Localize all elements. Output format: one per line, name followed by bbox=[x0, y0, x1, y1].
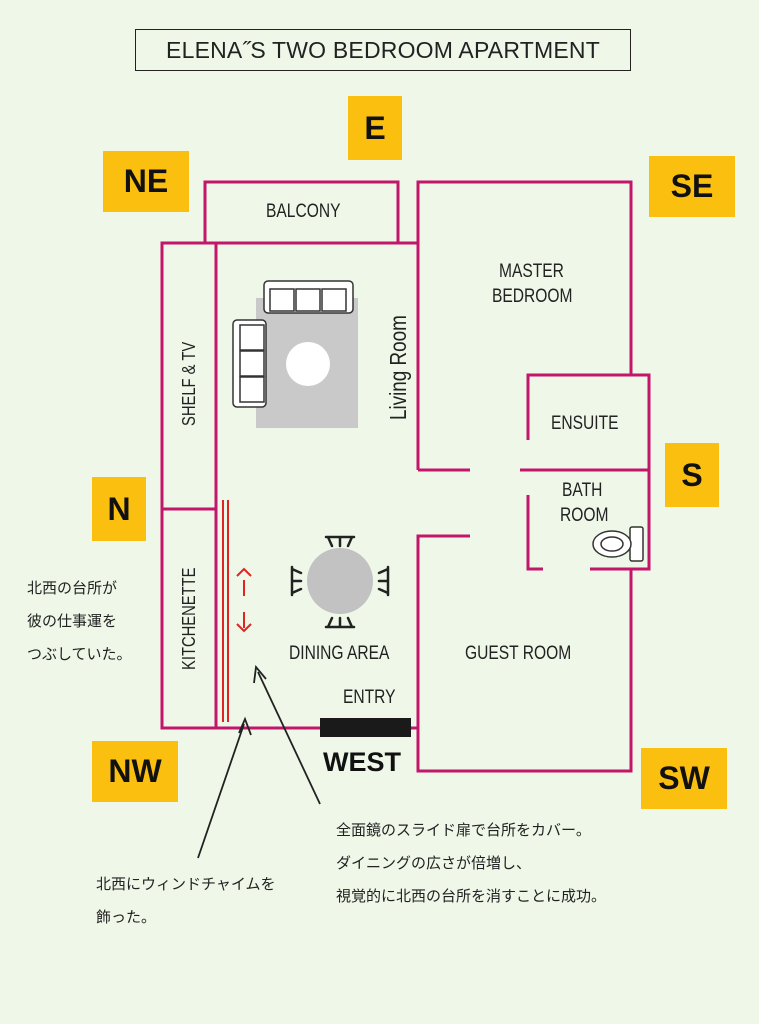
note-mirror-line-1: 全面鏡のスライド扉で台所をカバー。 bbox=[336, 821, 591, 839]
shelf-tv-label: SHELF & TV bbox=[179, 341, 199, 426]
direction-ne: NE bbox=[103, 151, 189, 212]
note-mirror-line-2: ダイニングの広さが倍増し、 bbox=[336, 854, 532, 872]
direction-n: N bbox=[92, 477, 146, 541]
chair-left bbox=[290, 565, 303, 597]
direction-nw: NW bbox=[92, 741, 178, 802]
mirror-arrowhead-icon bbox=[253, 664, 267, 684]
slide-arrow-down-icon bbox=[236, 612, 252, 633]
master-bedroom-wall bbox=[416, 180, 633, 470]
note-left: 北西の台所が 彼の仕事運を つぶしていた。 bbox=[27, 572, 132, 671]
wind-chime-arrowhead-icon bbox=[238, 716, 252, 736]
direction-sw: SW bbox=[641, 748, 727, 809]
slide-arrows bbox=[236, 567, 252, 633]
chair-bottom bbox=[324, 616, 356, 629]
guest-room-label: GUEST ROOM bbox=[465, 643, 572, 664]
note-wind-chime-line-2: 飾った。 bbox=[96, 908, 157, 926]
balcony-label: BALCONY bbox=[266, 201, 341, 222]
note-wind-chime: 北西にウィンドチャイムを 飾った。 bbox=[96, 868, 276, 934]
bath-room-label-1: BATH bbox=[562, 480, 603, 501]
slide-arrow-up-icon bbox=[236, 567, 252, 596]
entry-door bbox=[320, 718, 411, 737]
kitchenette-label: KITCHENETTE bbox=[179, 567, 199, 670]
note-left-line-2: 彼の仕事運を bbox=[27, 612, 118, 630]
coffee-table bbox=[286, 342, 330, 386]
entry-label: ENTRY bbox=[343, 687, 396, 708]
note-left-line-3: つぶしていた。 bbox=[27, 645, 132, 663]
direction-e: E bbox=[348, 96, 402, 160]
master-bedroom-label-1: MASTER bbox=[499, 261, 564, 282]
toilet-icon bbox=[592, 526, 644, 562]
plan-title: ELENA˝S TWO BEDROOM APARTMENT bbox=[135, 29, 631, 71]
bath-left-wall bbox=[526, 495, 543, 571]
bath-room-label-2: ROOM bbox=[560, 505, 609, 526]
west-label: WEST bbox=[323, 747, 401, 777]
balcony-wall bbox=[203, 180, 400, 243]
master-bedroom-label-2: BEDROOM bbox=[492, 286, 573, 307]
note-mirror: 全面鏡のスライド扉で台所をカバー。 ダイニングの広さが倍増し、 視覚的に北西の台… bbox=[336, 814, 606, 913]
wind-chime-arrow bbox=[197, 723, 245, 859]
sofa-left bbox=[232, 319, 267, 408]
dining-set bbox=[290, 535, 390, 629]
dining-area-label: DINING AREA bbox=[289, 643, 390, 664]
ensuite-outer-wall bbox=[526, 373, 651, 571]
note-mirror-line-3: 視覚的に北西の台所を消すことに成功。 bbox=[336, 887, 607, 905]
ensuite-label: ENSUITE bbox=[551, 413, 619, 434]
direction-se: SE bbox=[649, 156, 735, 217]
mirror-sliding-door bbox=[222, 500, 229, 722]
dining-table bbox=[307, 548, 373, 614]
sofa-top bbox=[263, 280, 354, 314]
annotation-arrows bbox=[197, 664, 321, 859]
chair-top bbox=[324, 535, 356, 548]
living-room-label: Living Room bbox=[385, 315, 411, 420]
direction-s: S bbox=[665, 443, 719, 507]
note-wind-chime-line-1: 北西にウィンドチャイムを bbox=[96, 875, 276, 893]
note-left-line-1: 北西の台所が bbox=[27, 579, 118, 597]
mirror-arrow bbox=[257, 671, 321, 805]
chair-right bbox=[377, 565, 390, 597]
guest-room-wall bbox=[416, 534, 633, 773]
